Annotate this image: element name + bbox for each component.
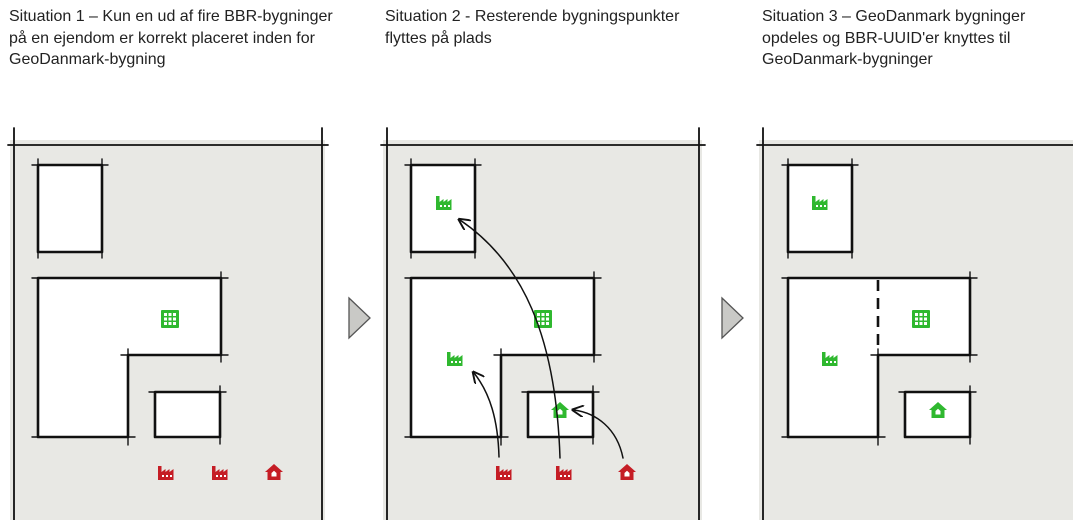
curved-arrow-icon	[460, 220, 561, 459]
curved-arrow-icon	[474, 373, 500, 458]
situation-3-caption: Situation 3 – GeoDanmark bygninger opdel…	[762, 8, 1026, 68]
curved-arrow-icon	[574, 410, 624, 459]
building-outline	[153, 390, 222, 439]
office-building-icon	[912, 310, 930, 328]
office-building-icon	[161, 310, 179, 328]
situation-3-panel	[756, 127, 1073, 520]
situation-1-panel	[7, 127, 329, 520]
chevron-right-icon	[721, 296, 744, 340]
chevron-right-icon	[348, 296, 371, 340]
situation-2-panel	[380, 127, 706, 520]
building-outline	[36, 163, 104, 254]
situation-2-caption: Situation 2 - Resterende bygningspunkter…	[385, 8, 680, 47]
situation-1-caption: Situation 1 – Kun en ud af fire BBR-bygn…	[9, 8, 333, 68]
